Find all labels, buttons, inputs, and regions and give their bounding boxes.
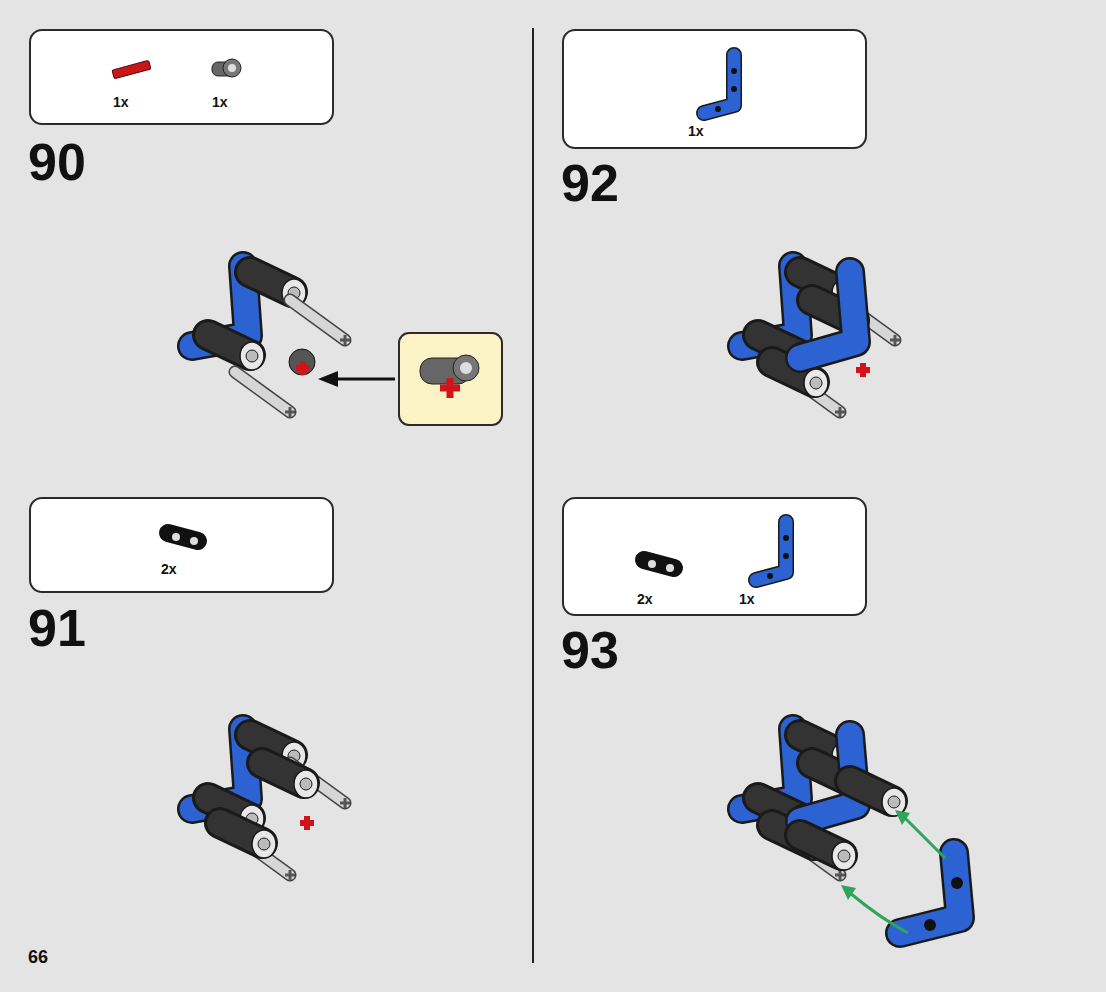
quantity-wrap: 1x xyxy=(113,93,129,111)
quantity-wrap: 2x xyxy=(161,560,177,578)
part-quantity: 2x xyxy=(161,561,177,577)
parts-box: 2x 1x xyxy=(562,497,867,616)
quantity-wrap: 2x xyxy=(637,590,653,608)
step-number: 91 xyxy=(28,602,86,654)
step-number: 93 xyxy=(561,624,619,676)
page-number: 66 xyxy=(28,948,48,966)
parts-box: 1x 1x xyxy=(29,29,334,125)
part-quantity: 1x xyxy=(212,94,228,110)
parts-box: 1x xyxy=(562,29,867,149)
parts-box: 2x xyxy=(29,497,334,593)
part-quantity: 1x xyxy=(739,591,755,607)
part-quantity: 2x xyxy=(637,591,653,607)
quantity-wrap: 1x xyxy=(212,93,228,111)
quantity-wrap: 1x xyxy=(739,590,755,608)
part-quantity: 1x xyxy=(113,94,129,110)
quantity-wrap: 1x xyxy=(688,122,704,140)
step-number: 92 xyxy=(561,157,619,209)
step-number: 90 xyxy=(28,136,86,188)
part-quantity: 1x xyxy=(688,123,704,139)
